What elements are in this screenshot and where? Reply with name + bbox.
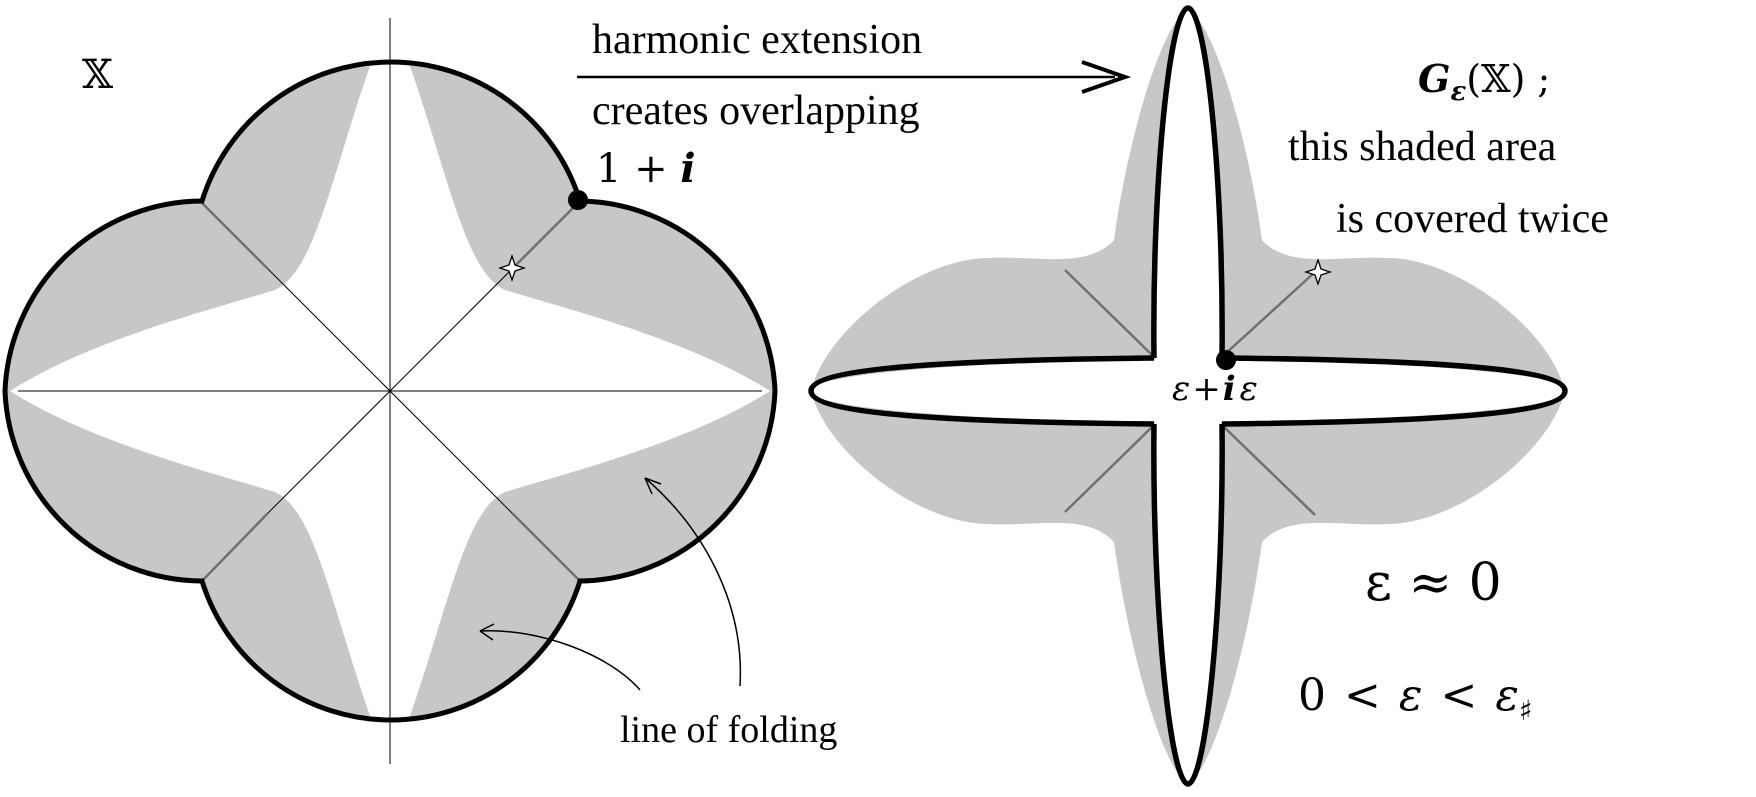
point-1-plus-i [568, 190, 588, 210]
vertical-ellipse-top-boundary [1151, 5, 1225, 359]
horizontal-ellipse-interior [809, 360, 1571, 422]
arrow-head [1081, 60, 1132, 94]
horizontal-ellipse-right-boundary [1221, 355, 1568, 427]
horizontal-ellipse-left-boundary [808, 355, 1155, 427]
arrow-label-line2: creates overlapping [592, 88, 920, 134]
fold-pointer-arrow-1 [644, 477, 742, 687]
fold-pointer-arrowhead-2 [479, 623, 495, 641]
domain-label: 𝕏 [82, 52, 113, 98]
epsilon-approx: ε ≈ 0 [1365, 553, 1502, 613]
point-eps-plus-i-eps [1216, 350, 1236, 370]
shaded-desc-line2: is covered twice [1336, 196, 1609, 242]
harmonic-extension-arrow: harmonic extension creates overlapping [577, 17, 1132, 134]
image-diag-se [1223, 426, 1316, 516]
image-diag-ne [1223, 271, 1316, 356]
fold-segment-nw [201, 202, 269, 270]
epsilon-inequality: 0<ε<ε♯ [1298, 670, 1533, 727]
star-marker-left [497, 253, 527, 283]
fold-label: line of folding [620, 709, 837, 751]
image-diag-nw [1064, 269, 1153, 356]
image-title: Gε(𝕏) ; [1418, 56, 1550, 107]
star-marker-right [1303, 257, 1333, 287]
fold-segment-ne [511, 202, 579, 270]
point-label: 1 + i [596, 145, 696, 192]
fold-segment-se [511, 512, 581, 582]
fold-segment-sw [201, 512, 269, 582]
image-diag-sw [1064, 426, 1153, 513]
domain-x-boundary [2, 59, 778, 723]
fold-pointer-arrowhead-1 [644, 477, 662, 495]
arrow-label-line1: harmonic extension [592, 17, 922, 63]
shaded-desc-line1: this shaded area [1288, 124, 1557, 170]
left-figure: 𝕏 1 + i line of folding [2, 18, 837, 764]
fold-pointer-arrow-2 [479, 630, 641, 691]
left-diagonal-2 [267, 268, 513, 514]
vertical-ellipse-bottom-boundary [1151, 423, 1225, 787]
